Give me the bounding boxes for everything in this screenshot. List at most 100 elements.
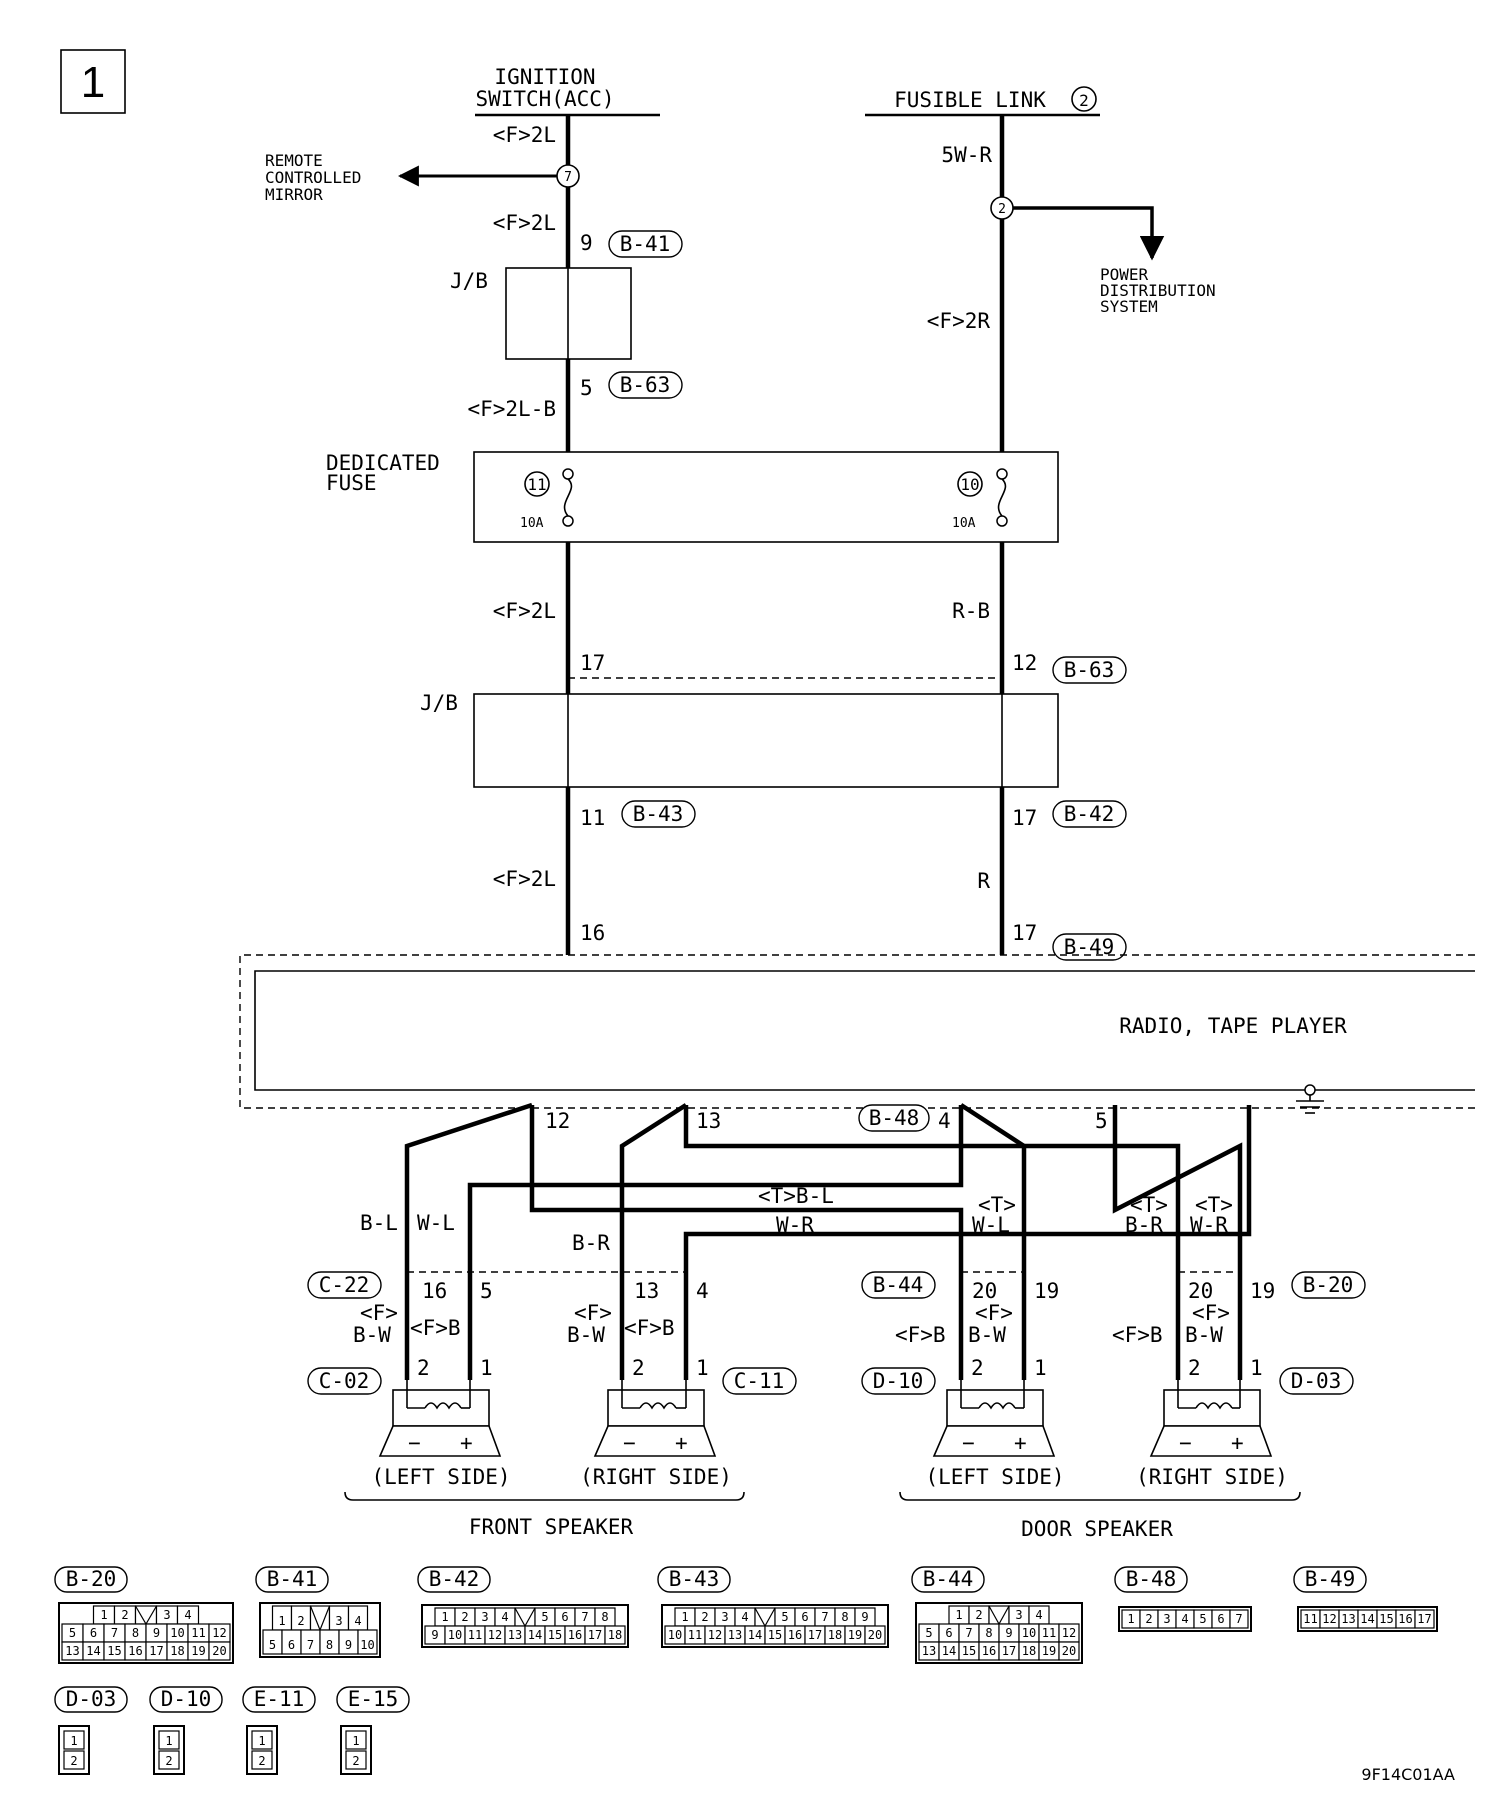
legend-cell-e15 — [345, 1730, 367, 1750]
legend-pin-b20: 12 — [212, 1626, 226, 1640]
fuse-10-top-terminal — [996, 468, 1008, 480]
legend-pin-b44: 16 — [982, 1644, 996, 1658]
power-label-2: DISTRIBUTION — [1100, 281, 1216, 300]
legend-pin-b49: 15 — [1379, 1612, 1393, 1626]
front-right-speaker: − + — [593, 1380, 717, 1457]
legend-pin-b42: 9 — [431, 1628, 438, 1642]
legend-tag-b43 — [657, 1566, 731, 1593]
legend-pin-b41: 9 — [345, 1638, 352, 1652]
front-speaker-label: FRONT SPEAKER — [469, 1515, 634, 1539]
wire-label-dr-b: B-R — [1125, 1213, 1163, 1237]
legend-pin-b42: 16 — [568, 1628, 582, 1642]
pin-radio-out-4: 4 — [938, 1109, 951, 1133]
legend-id-d10: D-10 — [161, 1687, 212, 1711]
pin-jb1-in: 9 — [580, 231, 593, 255]
legend-tag-b20 — [54, 1566, 128, 1593]
pin-jb1-out: 5 — [580, 376, 593, 400]
legend-pin-b43: 7 — [821, 1610, 828, 1624]
connector-tag-c11 — [722, 1367, 797, 1395]
front-speaker-bracket — [344, 1491, 745, 1501]
legend-id-b44: B-44 — [923, 1567, 974, 1591]
fuse-11-rating: 10A — [520, 516, 544, 531]
legend-pin-b20: 5 — [69, 1626, 76, 1640]
splice-7-num: 7 — [564, 170, 572, 185]
legend-pin-b42: 7 — [581, 1610, 588, 1624]
legend-pin-b43: 19 — [848, 1628, 862, 1642]
connector-b43: B-43 — [633, 802, 684, 826]
legend-cell-e11 — [251, 1730, 273, 1750]
legend-pin-b20: 9 — [153, 1626, 160, 1640]
legend-pin-b42: 4 — [501, 1610, 508, 1624]
connector-tag-b43 — [621, 800, 696, 828]
fuse-10-rating: 10A — [952, 516, 976, 531]
connector-tag-b42 — [1052, 800, 1127, 828]
legend-id-b20: B-20 — [66, 1567, 117, 1591]
legend-pin-b44: 1 — [955, 1608, 962, 1622]
fuse-10-num: 10 — [960, 475, 979, 494]
dr-spk-pos-2: B-W — [1185, 1323, 1223, 1347]
legend-pin-b42: 18 — [608, 1628, 622, 1642]
legend-pin-d10: 2 — [165, 1754, 172, 1768]
legend-pin-b20: 15 — [107, 1644, 121, 1658]
pin-c22-4: 4 — [696, 1279, 709, 1303]
connector-b48: B-48 — [869, 1106, 920, 1130]
legend-pin-b43: 20 — [868, 1628, 882, 1642]
speaker-output-wiring — [404, 1102, 1252, 1380]
ground-icon — [1296, 1084, 1324, 1114]
legend-pin-b44: 11 — [1042, 1626, 1056, 1640]
legend-pin-b49: 14 — [1360, 1612, 1374, 1626]
door-left-side-label: (LEFT SIDE) — [925, 1465, 1064, 1489]
legend-pin-e15: 2 — [352, 1754, 359, 1768]
wire-label-cross-wr: W-R — [776, 1213, 814, 1237]
legend-pin-b20: 18 — [170, 1644, 184, 1658]
connector-tag-b63b — [1052, 656, 1127, 684]
connector-tag-b49 — [1052, 933, 1127, 961]
legend-pin-b41: 5 — [269, 1638, 276, 1652]
connector-tag-b48 — [858, 1104, 930, 1132]
legend-pin-b41: 4 — [354, 1614, 361, 1628]
fr-pin-1: 1 — [696, 1356, 709, 1380]
pin-radio-out-12: 12 — [545, 1109, 570, 1133]
dr-minus: − — [1179, 1431, 1192, 1455]
jb2-label: J/B — [420, 691, 458, 715]
legend-pin-e11: 2 — [258, 1754, 265, 1768]
legend-pin-e15: 1 — [352, 1734, 359, 1748]
wire-label-fl-top: 5W-R — [941, 143, 992, 167]
legend-pin-b43: 5 — [781, 1610, 788, 1624]
connector-d10: D-10 — [873, 1369, 924, 1393]
fusible-link-number-circle — [1071, 86, 1097, 112]
legend-pin-b20: 3 — [163, 1608, 170, 1622]
legend-pin-b41: 3 — [335, 1614, 342, 1628]
legend-cell-b43 — [754, 1607, 776, 1627]
fr-spk-pos: <F>B — [624, 1316, 675, 1340]
legend-pin-b42: 11 — [468, 1628, 482, 1642]
door-speaker-bracket — [899, 1491, 1301, 1501]
connector-tag-b20 — [1291, 1271, 1366, 1299]
legend-cell-d10 — [158, 1730, 180, 1750]
connector-tag-b41 — [608, 230, 683, 258]
legend-pin-b48: 7 — [1235, 1612, 1242, 1626]
legend-id-b41: B-41 — [267, 1567, 318, 1591]
pin-c22-16: 16 — [422, 1279, 447, 1303]
pin-jb2-out-left: 11 — [580, 806, 605, 830]
legend-pin-b20: 17 — [149, 1644, 163, 1658]
legend-id-b42: B-42 — [429, 1567, 480, 1591]
legend-pin-b20: 10 — [170, 1626, 184, 1640]
fr-minus: − — [623, 1431, 636, 1455]
connector-tag-c02 — [307, 1367, 382, 1395]
pin-b20-20: 20 — [1188, 1279, 1213, 1303]
legend-tag-d10 — [149, 1686, 223, 1713]
ignition-switch-label-2: SWITCH(ACC) — [475, 87, 614, 111]
legend-pin-b20: 13 — [65, 1644, 79, 1658]
pin-jb2-in-right: 12 — [1012, 651, 1037, 675]
wire-label-dr-w: W-R — [1190, 1213, 1228, 1237]
legend-tag-b48 — [1114, 1566, 1188, 1593]
dr-plus: + — [1231, 1431, 1244, 1455]
legend-pin-b43: 14 — [748, 1628, 762, 1642]
pin-b44-20: 20 — [972, 1279, 997, 1303]
front-left-speaker: − + — [378, 1380, 502, 1457]
front-right-side-label: (RIGHT SIDE) — [580, 1465, 732, 1489]
dedicated-fuse-block — [473, 451, 1059, 543]
legend-pin-b41: 10 — [360, 1638, 374, 1652]
wire-label-fl-mid: <F>2R — [927, 309, 991, 333]
